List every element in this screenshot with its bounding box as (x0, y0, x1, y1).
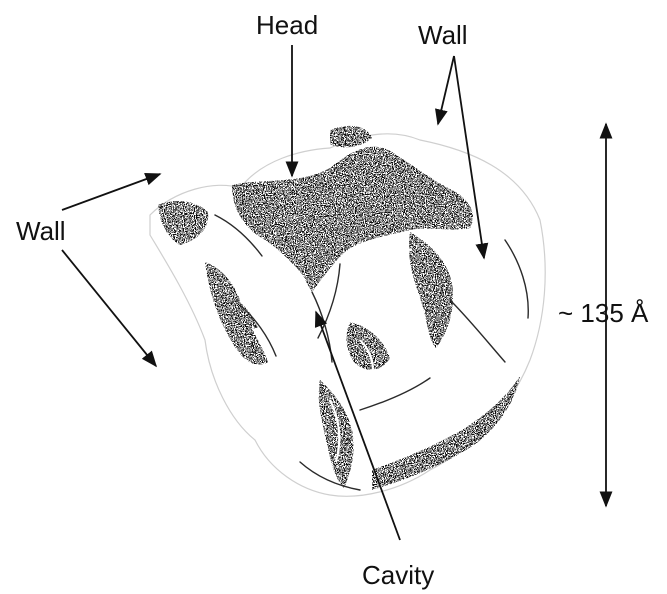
size-label: ~ 135 Å (558, 300, 648, 326)
wall-label-top: Wall (418, 22, 468, 48)
molecular-surface (150, 126, 545, 496)
wall-label-left: Wall (16, 218, 66, 244)
cavity-label: Cavity (362, 562, 434, 588)
wall-left-arrow-up (62, 174, 160, 210)
wall-left-arrow-down (62, 250, 156, 366)
head-label: Head (256, 12, 318, 38)
wall-top-arrow-left (438, 56, 454, 124)
